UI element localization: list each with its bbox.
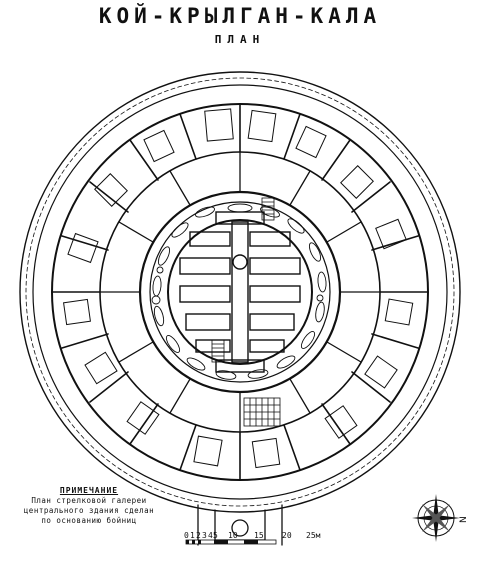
scale-label: 25м [306,531,321,540]
note-line: по основанию бойниц [41,516,137,525]
note-heading: ПРИМЕЧАНИЕ [59,486,119,495]
scale-label: 1 [190,531,195,540]
outer-wall-ring [19,71,461,513]
outer-wall-dashed-ring [25,77,455,507]
page-subtitle: ПЛАН [214,33,266,46]
scale-bar [185,539,277,545]
building-ring-middle [99,151,381,433]
outer-room-details [63,108,414,469]
scale-label: 10 [228,531,238,540]
note-line: План стрелковой галереи [31,496,147,505]
central-building-ring [167,219,313,365]
scale-label: 15 [254,531,264,540]
scale-label: 4 [208,531,213,540]
scale-label: 3 [202,531,207,540]
middle-room-walls [99,151,381,433]
scale-label: 0 [184,531,189,540]
scale-labels: 0 1 2 3 4 5 10 15 20 25м [184,531,321,540]
scale-label: 5 [213,531,218,540]
note-block: ПРИМЕЧАНИЕ План стрелковой галереи центр… [4,486,174,526]
compass-rose-icon [412,494,460,542]
inner-gallery-ring-inside [149,201,331,383]
scale-label: 20 [282,531,292,540]
compass-north-label: N [459,516,469,523]
gallery-loopholes [151,203,327,380]
room-grid [243,397,281,427]
note-line: центрального здания сделан [23,506,155,515]
central-building [179,211,301,373]
staircases [211,197,275,363]
page-title: КОЙ-КРЫЛГАН-КАЛА [98,4,382,28]
scale-label: 2 [196,531,201,540]
outer-wall-ring-inner [32,84,448,500]
